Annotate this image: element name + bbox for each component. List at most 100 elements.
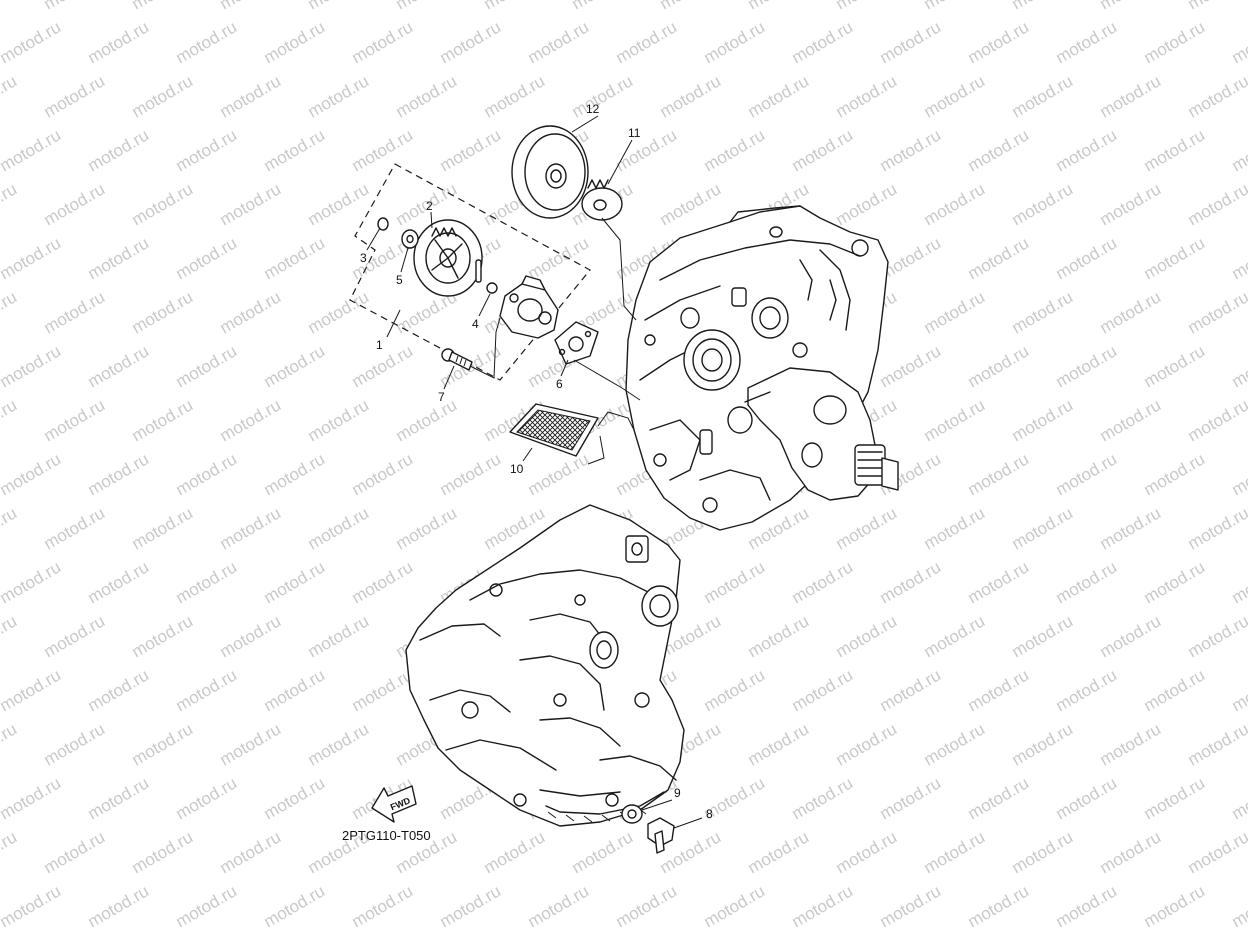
fwd-arrow: FWD (371, 785, 417, 823)
watermark-text: motod.ru (1229, 17, 1248, 67)
watermark-text: motod.ru (1009, 395, 1077, 445)
watermark-text: motod.ru (261, 449, 329, 499)
watermark-text: motod.ru (1185, 503, 1248, 553)
spring-washer-11 (581, 179, 623, 221)
watermark-text: motod.ru (41, 611, 109, 661)
watermark-text: motod.ru (1053, 557, 1121, 607)
watermark-text: motod.ru (0, 17, 64, 67)
watermark-text: motod.ru (129, 179, 197, 229)
watermark-text: motod.ru (833, 71, 901, 121)
watermark-text: motod.ru (129, 0, 197, 13)
callout-labels: 1 2 3 4 5 6 7 8 9 10 11 12 (360, 102, 713, 821)
watermark-text: motod.ru (129, 719, 197, 769)
watermark-text: motod.ru (1185, 0, 1248, 13)
watermark-text: motod.ru (1229, 125, 1248, 175)
watermark-text: motod.ru (1141, 557, 1209, 607)
watermark-text: motod.ru (833, 503, 901, 553)
watermark-text: motod.ru (0, 773, 64, 823)
watermark-text: motod.ru (173, 17, 241, 67)
washer-5 (401, 229, 419, 249)
watermark-text: motod.ru (261, 665, 329, 715)
watermark-text: motod.ru (437, 449, 505, 499)
watermark-text: motod.ru (85, 125, 153, 175)
watermark-text: motod.ru (1185, 719, 1248, 769)
watermark-text: motod.ru (701, 17, 769, 67)
watermark-text: motod.ru (129, 503, 197, 553)
watermark-text: motod.ru (1185, 287, 1248, 337)
watermark-text: motod.ru (745, 719, 813, 769)
watermark-text: motod.ru (393, 395, 461, 445)
watermark-text: motod.ru (965, 773, 1033, 823)
crankshaft (744, 367, 899, 501)
callout-4: 4 (472, 317, 479, 331)
watermark-text: motod.ru (525, 233, 593, 283)
watermark-text: motod.ru (0, 0, 20, 13)
watermark-text: motod.ru (0, 395, 20, 445)
watermark-text: motod.ru (1053, 233, 1121, 283)
watermark-text: motod.ru (1185, 611, 1248, 661)
watermark-text: motod.ru (1009, 503, 1077, 553)
watermark-text: motod.ru (85, 881, 153, 931)
watermark-text: motod.ru (481, 71, 549, 121)
watermark-text: motod.ru (1141, 233, 1209, 283)
watermark-text: motod.ru (129, 287, 197, 337)
watermark-text: motod.ru (921, 827, 989, 877)
watermark-text: motod.ru (657, 0, 725, 13)
watermark-text: motod.ru (437, 17, 505, 67)
watermark-text: motod.ru (789, 17, 857, 67)
watermark-text: motod.ru (393, 0, 461, 13)
watermark-text: motod.ru (261, 881, 329, 931)
watermark-text: motod.ru (349, 125, 417, 175)
watermark-text: motod.ru (789, 881, 857, 931)
oil-pump-assembly-outline (349, 163, 591, 381)
watermark-text: motod.ru (877, 773, 945, 823)
watermark-text: motod.ru (261, 17, 329, 67)
watermark-text: motod.ru (525, 881, 593, 931)
watermark-text: motod.ru (1009, 0, 1077, 13)
watermark-text: motod.ru (1053, 125, 1121, 175)
callout-10: 10 (510, 462, 524, 476)
watermark-text: motod.ru (965, 341, 1033, 391)
watermark-text: motod.ru (965, 233, 1033, 283)
watermark-text: motod.ru (1053, 449, 1121, 499)
watermark-text: motod.ru (261, 233, 329, 283)
watermark-text: motod.ru (877, 557, 945, 607)
watermark-text: motod.ru (173, 665, 241, 715)
watermark-text: motod.ru (789, 125, 857, 175)
watermark-text: motod.ru (1229, 341, 1248, 391)
watermark-text: motod.ru (305, 395, 373, 445)
watermark-text: motod.ru (525, 17, 593, 67)
watermark-text: motod.ru (305, 0, 373, 13)
bolt-7 (441, 348, 473, 371)
watermark-text: motod.ru (1053, 341, 1121, 391)
watermark-text: motod.ru (173, 125, 241, 175)
watermark-text: motod.ru (833, 0, 901, 13)
watermark-text: motod.ru (525, 449, 593, 499)
watermark-text: motod.ru (1141, 665, 1209, 715)
watermark-text: motod.ru (217, 719, 285, 769)
watermark-text: motod.ru (1141, 17, 1209, 67)
watermark-text: motod.ru (85, 17, 153, 67)
watermark-text: motod.ru (41, 503, 109, 553)
watermark-text: motod.ru (173, 449, 241, 499)
callout-2: 2 (426, 199, 433, 213)
watermark-text: motod.ru (305, 287, 373, 337)
watermark-text: motod.ru (745, 71, 813, 121)
watermark-text: motod.ru (1229, 449, 1248, 499)
watermark-text: motod.ru (0, 125, 64, 175)
watermark-text: motod.ru (1185, 71, 1248, 121)
callout-11: 11 (628, 126, 641, 140)
drain-plug-8 (647, 817, 675, 854)
watermark-text: motod.ru (0, 503, 20, 553)
watermark-text: motod.ru (41, 0, 109, 13)
watermark-text: motod.ru (1097, 395, 1165, 445)
watermark-text: motod.ru (1141, 881, 1209, 931)
watermark-text: motod.ru (349, 557, 417, 607)
watermark-text: motod.ru (921, 71, 989, 121)
callout-5: 5 (396, 273, 403, 287)
gasket-6 (554, 321, 599, 365)
watermark-text: motod.ru (481, 0, 549, 13)
gasket-9 (621, 804, 643, 824)
callout-1: 1 (376, 338, 383, 352)
watermark-text: motod.ru (0, 449, 64, 499)
